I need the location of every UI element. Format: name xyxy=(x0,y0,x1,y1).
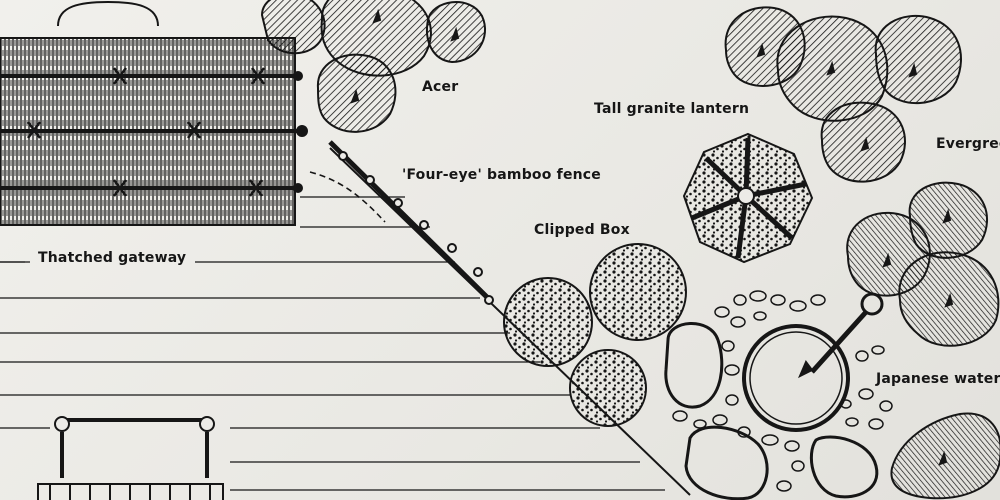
acer-trees xyxy=(260,0,487,133)
right-trees xyxy=(846,181,1000,500)
water-basin xyxy=(664,290,893,500)
bamboo-fence xyxy=(328,140,494,305)
label-lantern: Tall granite lantern xyxy=(594,101,750,117)
bottom-gate xyxy=(37,416,224,500)
clipped-box-shrubs xyxy=(503,243,687,427)
evergreen-trees xyxy=(724,6,962,183)
label-fence: 'Four-eye' bamboo fence xyxy=(402,167,601,183)
label-water: Japanese water xyxy=(876,371,1000,387)
label-acer: Acer xyxy=(422,79,459,95)
thatched-gateway xyxy=(0,0,308,226)
label-evergreen: Evergree xyxy=(936,136,1000,152)
label-gateway: Thatched gateway xyxy=(38,250,187,266)
label-box: Clipped Box xyxy=(534,222,630,238)
granite-lantern xyxy=(682,132,814,264)
